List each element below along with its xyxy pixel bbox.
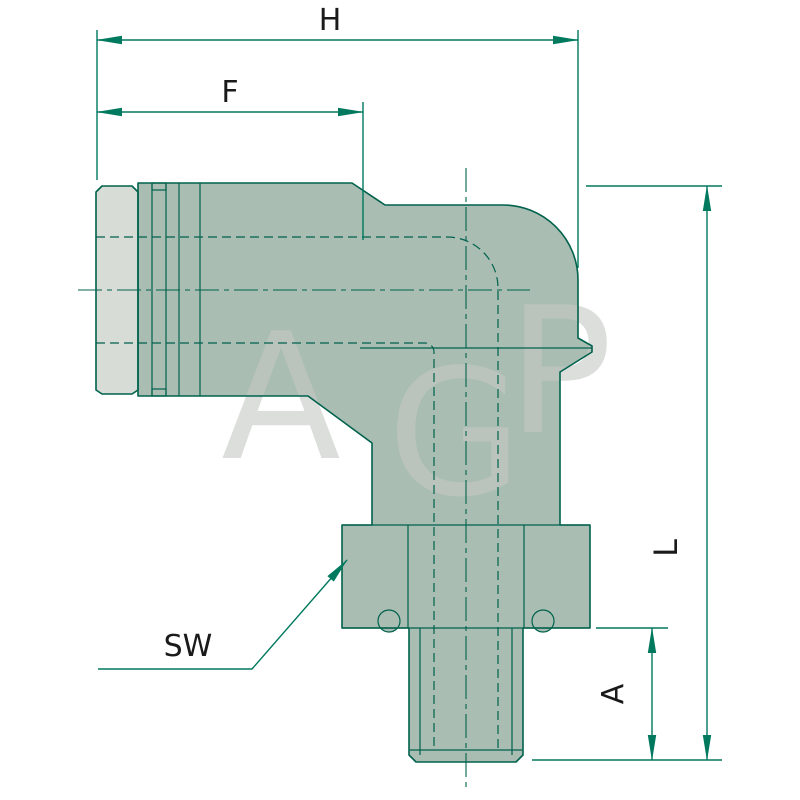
- fitting-body-strokes: [78, 168, 593, 788]
- oring-bead-left: [378, 610, 400, 632]
- dimension-label-f: F: [221, 75, 238, 110]
- callout-sw: SW: [98, 559, 348, 670]
- dimension-label-a: A: [596, 683, 631, 704]
- oring-bead-left-outline: [377, 609, 401, 633]
- bore-hidden-line-lower: [96, 342, 435, 750]
- dimension-h: H: [96, 3, 579, 268]
- oring-bead-right: [532, 610, 554, 632]
- dimension-f: F: [96, 75, 364, 240]
- release-cap-outline: [95, 185, 139, 395]
- dimension-label-l: L: [647, 539, 685, 557]
- watermark-letter: A: [221, 297, 341, 500]
- dimension-label-h: H: [319, 3, 342, 38]
- dimension-l: L: [532, 185, 722, 761]
- fitting-silhouette: [138, 183, 592, 762]
- bore-hidden-line-upper: [96, 236, 499, 750]
- leader-line: [98, 559, 348, 670]
- callout-label-sw: SW: [164, 629, 213, 664]
- oring-bead-right-outline: [531, 609, 555, 633]
- watermark-letter: G: [387, 333, 523, 536]
- dimension-a: A: [596, 627, 668, 761]
